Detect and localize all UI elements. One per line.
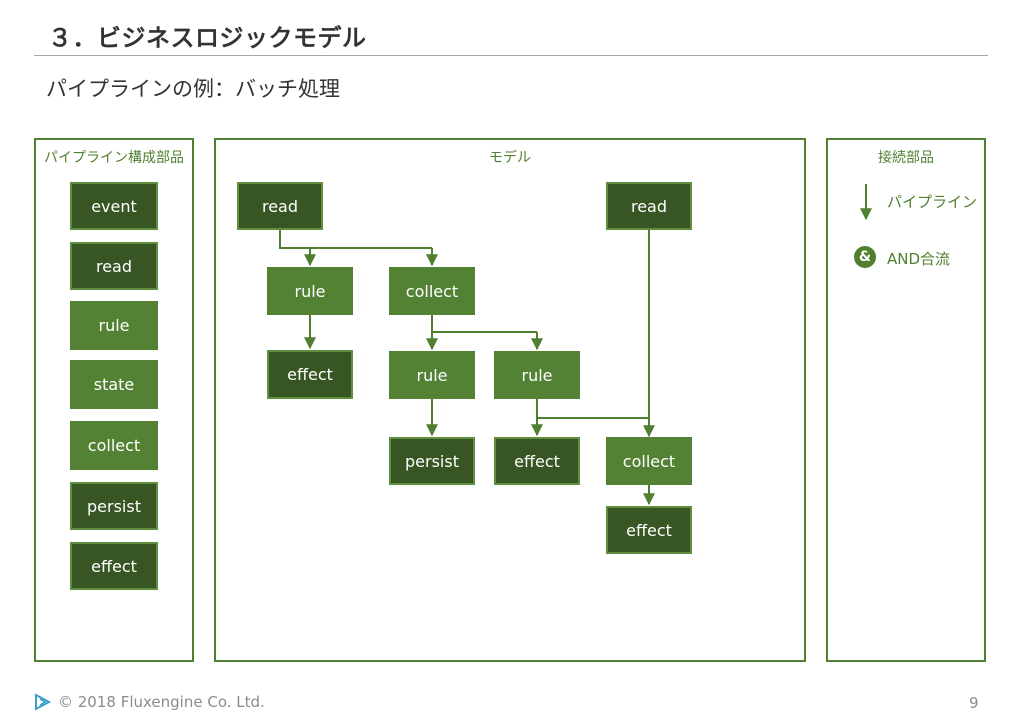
- component-persist: persist: [70, 482, 158, 530]
- model-node-collect-1: collect: [389, 267, 475, 315]
- footer-copyright: © 2018 Fluxengine Co. Ltd.: [58, 693, 265, 711]
- components-panel: パイプライン構成部品: [34, 138, 194, 662]
- legend-pipeline-label: パイプライン: [887, 193, 978, 211]
- model-node-rule-3: rule: [494, 351, 580, 399]
- and-merge-icon: &: [854, 246, 876, 268]
- connectors-panel-title: 接続部品: [878, 150, 934, 166]
- company-logo-icon: [35, 693, 52, 711]
- slide-subtitle: パイプラインの例：バッチ処理: [46, 77, 340, 101]
- model-node-read-right: read: [606, 182, 692, 230]
- title-divider: [34, 55, 988, 56]
- model-panel-title: モデル: [489, 150, 531, 166]
- model-panel: モデル: [214, 138, 806, 662]
- model-node-rule-1: rule: [267, 267, 353, 315]
- connector-read-split: [279, 230, 432, 249]
- model-node-collect-2: collect: [606, 437, 692, 485]
- component-effect: effect: [70, 542, 158, 590]
- model-node-effect-1: effect: [267, 350, 353, 399]
- model-node-persist: persist: [389, 437, 475, 485]
- component-rule: rule: [70, 301, 158, 350]
- component-read: read: [70, 242, 158, 290]
- component-event: event: [70, 182, 158, 230]
- model-node-read-left: read: [237, 182, 323, 230]
- model-node-rule-2: rule: [389, 351, 475, 399]
- legend-and-label: AND合流: [887, 250, 951, 268]
- slide-title: ３．ビジネスロジックモデル: [48, 24, 367, 52]
- connectors-panel: 接続部品: [826, 138, 986, 662]
- page-number: 9: [969, 694, 979, 712]
- model-node-effect-2: effect: [494, 437, 580, 485]
- component-state: state: [70, 360, 158, 409]
- components-panel-title: パイプライン構成部品: [44, 150, 184, 166]
- component-collect: collect: [70, 421, 158, 470]
- model-node-effect-3: effect: [606, 506, 692, 554]
